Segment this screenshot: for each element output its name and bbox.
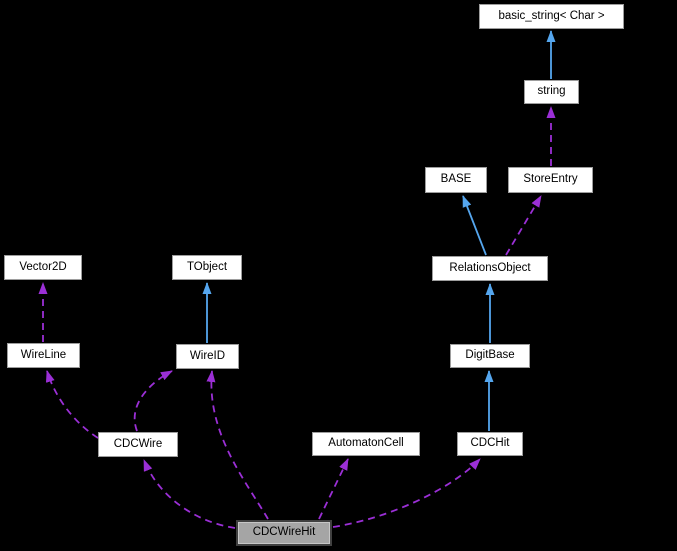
node-vector2d[interactable]: Vector2D [4,255,82,280]
edge-relations_object-to-base-inheritance [462,195,487,256]
node-wire_id[interactable]: WireID [176,344,239,369]
node-cdc_wire[interactable]: CDCWire [98,432,178,457]
edge-cdc_wire-to-wire_line-usage [45,370,99,439]
node-digit_base[interactable]: DigitBase [450,344,530,368]
node-cdc_hit[interactable]: CDCHit [457,432,523,456]
node-base[interactable]: BASE [425,167,487,193]
node-wire_line[interactable]: WireLine [7,343,80,368]
node-cdc_wire_hit: CDCWireHit [236,520,332,546]
edge-cdc_wire_hit-to-wire_id-usage [206,370,269,520]
edge-cdc_wire_hit-to-cdc_hit-usage [332,458,481,528]
edge-cdc_wire_hit-to-cdc_wire-usage [143,459,236,529]
node-relations_object[interactable]: RelationsObject [432,256,548,281]
node-automaton_cell[interactable]: AutomatonCell [312,432,420,456]
node-string[interactable]: string [524,80,579,104]
node-store_entry[interactable]: StoreEntry [508,167,593,193]
node-tobject[interactable]: TObject [172,255,242,280]
node-basic_string[interactable]: basic_string< Char > [479,4,624,29]
